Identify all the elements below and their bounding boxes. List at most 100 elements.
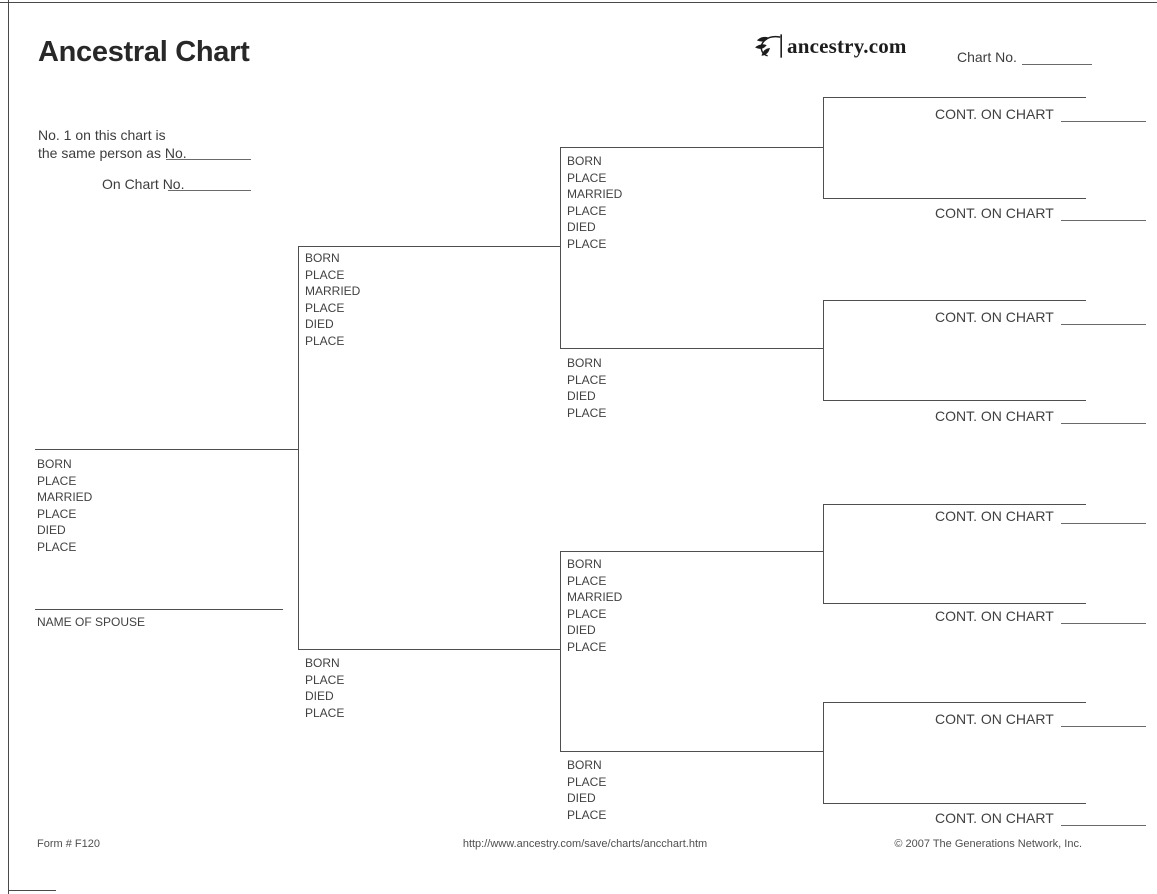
great-grandparent-3-name-line[interactable]	[823, 300, 1086, 301]
married-label: MARRIED	[567, 187, 623, 202]
footer-url: http://www.ancestry.com/save/charts/ancc…	[462, 838, 708, 850]
paternal-grandmother-labels: BORN PLACE DIED PLACE	[567, 355, 606, 421]
intro-line1: No. 1 on this chart is	[38, 127, 166, 143]
cont-chart-no-field-7[interactable]	[1060, 713, 1146, 727]
ancestry-logo-text: ancestry.com	[787, 33, 907, 58]
page-border-top	[0, 2, 1157, 3]
great-grandparent-1-name-line[interactable]	[823, 97, 1086, 98]
cont-chart-no-field-5[interactable]	[1060, 510, 1146, 524]
place-label: PLACE	[567, 170, 607, 185]
cont-chart-no-field-3[interactable]	[1060, 311, 1146, 325]
maternal-grandmother-labels: BORN PLACE DIED PLACE	[567, 757, 606, 823]
father-labels: BORN PLACE MARRIED PLACE DIED PLACE	[305, 250, 360, 350]
born-label: BORN	[305, 251, 340, 265]
place-label: PLACE	[567, 405, 607, 420]
page-border-left	[8, 0, 9, 894]
cont-on-chart-entry-5: CONT. ON CHART	[935, 508, 1146, 524]
place-label: PLACE	[305, 333, 345, 348]
place-label: PLACE	[305, 300, 345, 315]
place-label: PLACE	[567, 807, 607, 822]
place-label: PLACE	[567, 774, 607, 789]
great-grandparent-2-name-line[interactable]	[823, 198, 1086, 199]
place-label: PLACE	[305, 705, 345, 720]
great-grandparent-7-name-line[interactable]	[823, 702, 1086, 703]
name-of-spouse-label: NAME OF SPOUSE	[37, 615, 146, 629]
born-label: BORN	[567, 356, 602, 370]
born-label: BORN	[567, 758, 602, 772]
born-label: BORN	[37, 457, 72, 471]
cont-on-chart-label: CONT. ON CHART	[935, 711, 1054, 727]
born-label: BORN	[567, 154, 602, 168]
cont-on-chart-entry-8: CONT. ON CHART	[935, 810, 1146, 826]
parents-connector-line	[298, 246, 299, 650]
ancestry-logo: ancestry.com	[754, 32, 907, 60]
great-grandparent-6-name-line[interactable]	[823, 603, 1086, 604]
leaf-icon	[755, 34, 782, 58]
maternal-grandfather-labels: BORN PLACE MARRIED PLACE DIED PLACE	[567, 556, 622, 656]
died-label: DIED	[567, 389, 596, 404]
mother-labels: BORN PLACE DIED PLACE	[305, 655, 344, 721]
paternal-grandfather-name-line[interactable]	[560, 147, 824, 148]
page-title: Ancestral Chart	[38, 36, 250, 68]
born-label: BORN	[567, 557, 602, 571]
great-grandparent-5-name-line[interactable]	[823, 504, 1086, 505]
place-label: PLACE	[567, 236, 607, 251]
cont-on-chart-label: CONT. ON CHART	[935, 608, 1054, 624]
great-grandparent-4-name-line[interactable]	[823, 400, 1086, 401]
place-label: PLACE	[37, 539, 77, 554]
died-label: DIED	[305, 689, 334, 704]
place-label: PLACE	[305, 267, 345, 282]
cont-on-chart-label: CONT. ON CHART	[935, 408, 1054, 424]
maternal-grandmother-name-line[interactable]	[560, 751, 824, 752]
on-chart-no-field[interactable]	[168, 190, 251, 191]
died-label: DIED	[305, 317, 334, 332]
maternal-grandfather-name-line[interactable]	[560, 551, 824, 552]
mother-name-line[interactable]	[298, 649, 561, 650]
place-label: PLACE	[567, 573, 607, 588]
died-label: DIED	[567, 791, 596, 806]
great-grandparents-connector-line-3	[823, 504, 824, 604]
cont-chart-no-field-6[interactable]	[1060, 610, 1146, 624]
paternal-grandparents-connector-line	[560, 147, 561, 349]
place-label: PLACE	[567, 203, 607, 218]
cont-on-chart-label: CONT. ON CHART	[935, 309, 1054, 325]
cont-chart-no-field-1[interactable]	[1060, 108, 1146, 122]
paternal-grandmother-name-line[interactable]	[560, 348, 824, 349]
person1-labels: BORN PLACE MARRIED PLACE DIED PLACE	[37, 456, 92, 556]
cont-on-chart-label: CONT. ON CHART	[935, 810, 1054, 826]
paternal-grandfather-labels: BORN PLACE MARRIED PLACE DIED PLACE	[567, 153, 622, 253]
place-label: PLACE	[567, 639, 607, 654]
footer-copyright: © 2007 The Generations Network, Inc.	[894, 838, 1082, 850]
maternal-grandparents-connector-line	[560, 551, 561, 752]
died-label: DIED	[37, 523, 66, 538]
cont-on-chart-label: CONT. ON CHART	[935, 205, 1054, 221]
died-label: DIED	[567, 623, 596, 638]
intro-line3-label: On Chart No.	[102, 176, 185, 192]
great-grandparents-connector-line-2	[823, 300, 824, 401]
person1-name-line[interactable]	[35, 449, 299, 450]
same-person-no-field[interactable]	[166, 159, 251, 160]
great-grandparents-connector-line-4	[823, 702, 824, 804]
place-label: PLACE	[37, 506, 77, 521]
died-label: DIED	[567, 220, 596, 235]
chart-no-field[interactable]	[1022, 64, 1092, 65]
cont-on-chart-entry-4: CONT. ON CHART	[935, 408, 1146, 424]
cont-chart-no-field-8[interactable]	[1060, 812, 1146, 826]
place-label: PLACE	[567, 606, 607, 621]
place-label: PLACE	[37, 473, 77, 488]
cont-chart-no-field-2[interactable]	[1060, 207, 1146, 221]
cont-on-chart-entry-6: CONT. ON CHART	[935, 608, 1146, 624]
father-name-line[interactable]	[298, 246, 561, 247]
intro-line2-label: the same person as No.	[38, 145, 187, 161]
form-number: Form # F120	[37, 838, 100, 850]
great-grandparent-8-name-line[interactable]	[823, 803, 1086, 804]
spouse-name-line[interactable]	[35, 609, 283, 610]
cont-chart-no-field-4[interactable]	[1060, 410, 1146, 424]
married-label: MARRIED	[37, 490, 93, 505]
cont-on-chart-entry-7: CONT. ON CHART	[935, 711, 1146, 727]
cont-on-chart-entry-2: CONT. ON CHART	[935, 205, 1146, 221]
place-label: PLACE	[305, 672, 345, 687]
chart-no-label: Chart No.	[957, 49, 1017, 65]
married-label: MARRIED	[567, 590, 623, 605]
